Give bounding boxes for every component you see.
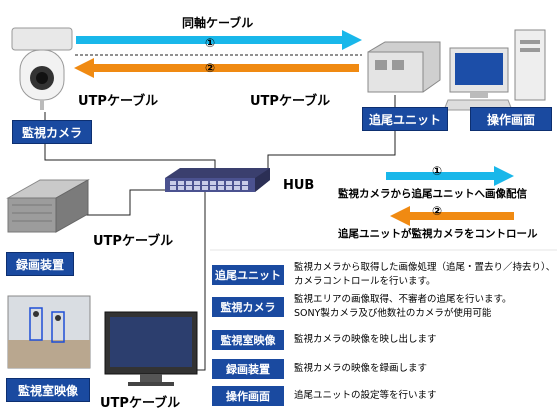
camera-label: 監視カメラ	[12, 120, 92, 144]
hub-label: HUB	[283, 178, 315, 193]
legend-desc: 監視カメラから取得した画像処理（追尾・置去り／持去り）、 カメラコントロールを行…	[294, 261, 555, 289]
operation-pc-icon	[443, 29, 546, 111]
legend-term: 監視室映像	[212, 330, 284, 350]
legend-desc-line: SONY製カメラ及び他数社のカメラが使用可能	[294, 308, 492, 319]
operation-label: 操作画面	[470, 107, 552, 131]
legend-term: 録画装置	[212, 359, 284, 379]
legend-desc-line: 監視カメラから取得した画像処理（追尾・置去り／持去り）、	[294, 262, 556, 273]
legend-desc-line: 監視カメラの映像を映し出します	[294, 334, 437, 345]
hub-switch	[165, 168, 270, 192]
utp-label-tracker: UTPケーブル	[250, 94, 331, 109]
legend-term: 操作画面	[212, 386, 284, 406]
recorder-label: 録画装置	[6, 252, 74, 276]
monitor-room-image	[7, 295, 91, 369]
key-arrow-1	[386, 166, 514, 186]
legend-desc: 監視エリアの画像取得、不審者の追尾を行います。 SONY製カメラ及び他数社のカメ…	[294, 293, 512, 321]
arrow-2-top	[74, 58, 359, 78]
arrow-2-number: ②	[205, 61, 216, 75]
legend-row: 監視室映像 監視カメラの映像を映し出します	[212, 330, 552, 352]
tracker-unit-icon	[367, 41, 441, 93]
recorder-icon	[6, 179, 90, 233]
cable-recorder-hub	[48, 189, 165, 216]
legend-table: 追尾ユニット 監視カメラから取得した画像処理（追尾・置去り／持去り）、 カメラコ…	[212, 260, 555, 410]
monitor-tv-icon	[104, 311, 198, 386]
key-arrow-2-text: 追尾ユニットが監視カメラをコントロール	[338, 228, 538, 240]
legend-desc: 追尾ユニットの設定等を行います	[294, 389, 437, 403]
legend-term: 監視カメラ	[212, 297, 284, 317]
camera-icon	[11, 27, 73, 110]
monitor-room-label: 監視室映像	[6, 378, 90, 402]
legend-desc-line: カメラコントロールを行います。	[294, 276, 436, 287]
key-arrow-1-number: ①	[432, 164, 443, 178]
legend-row: 録画装置 監視カメラの映像を録画します	[212, 359, 552, 381]
arrow-1-number: ①	[205, 36, 216, 50]
legend-term: 追尾ユニット	[212, 265, 284, 285]
coax-cable-label: 同軸ケーブル	[182, 16, 254, 30]
utp-label-monitor: UTPケーブル	[100, 396, 181, 411]
legend-row: 操作画面 追尾ユニットの設定等を行います	[212, 386, 552, 408]
legend-desc-line: 追尾ユニットの設定等を行います	[294, 390, 437, 401]
legend-row: 追尾ユニット 監視カメラから取得した画像処理（追尾・置去り／持去り）、 カメラコ…	[212, 260, 555, 290]
key-arrow-2	[390, 206, 514, 226]
arrow-1-top	[76, 30, 362, 50]
utp-label-camera: UTPケーブル	[78, 94, 159, 109]
legend-desc: 監視カメラの映像を録画します	[294, 362, 427, 376]
legend-row: 監視カメラ 監視エリアの画像取得、不審者の追尾を行います。 SONY製カメラ及び…	[212, 292, 552, 322]
key-arrow-2-number: ②	[432, 204, 443, 218]
legend-desc-line: 監視エリアの画像取得、不審者の追尾を行います。	[294, 294, 512, 305]
tracker-label: 追尾ユニット	[362, 107, 448, 131]
utp-label-recorder: UTPケーブル	[93, 234, 174, 249]
key-arrow-1-text: 監視カメラから追尾ユニットへ画像配信	[338, 188, 527, 200]
legend-desc: 監視カメラの映像を映し出します	[294, 333, 437, 347]
legend-desc-line: 監視カメラの映像を録画します	[294, 363, 428, 374]
